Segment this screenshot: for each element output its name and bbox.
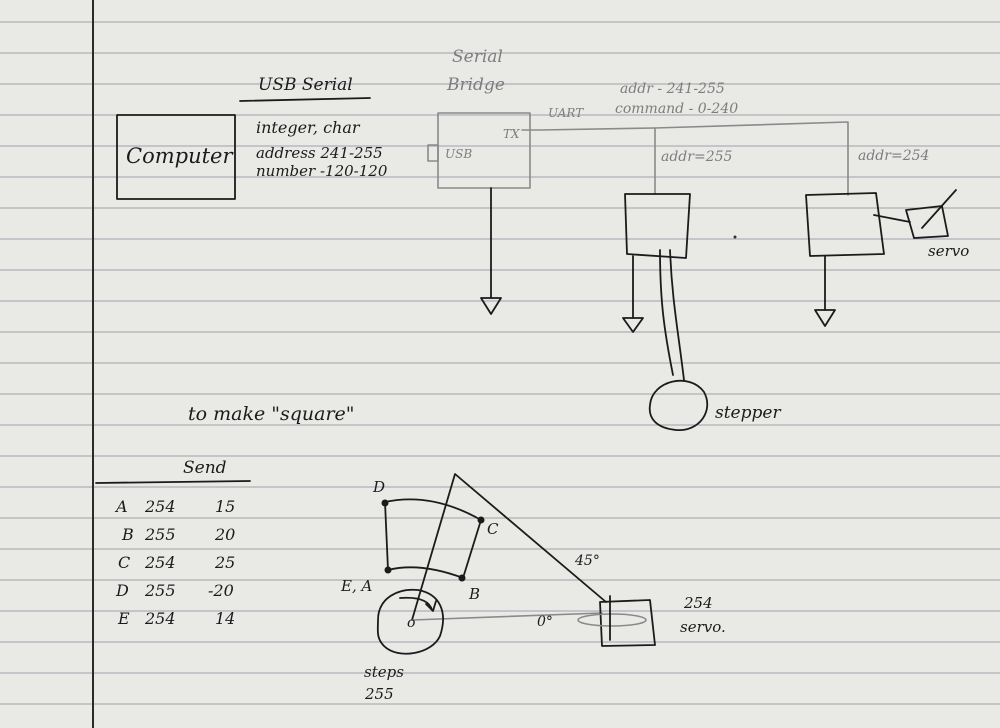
send-title: Send <box>183 458 227 478</box>
pencil-dot <box>733 235 737 239</box>
send-row-point: C <box>118 553 130 572</box>
send-row-value: 20 <box>214 525 235 544</box>
stepper-wire <box>659 249 674 376</box>
label-ea: E, A <box>340 577 372 595</box>
ground-icon <box>814 309 836 327</box>
send-table: Send A 254 15B 255 20C 254 25D 255 -20E 254 14 <box>95 458 251 628</box>
computer-label: Computer <box>126 144 234 168</box>
computer-block: Computer <box>116 114 236 200</box>
send-row-point: A <box>114 497 128 516</box>
bridge-tx-label: TX <box>503 127 520 141</box>
vertex-ea <box>384 566 392 574</box>
usb-line-3: number -120-120 <box>256 162 388 180</box>
command-range-label: command - 0-240 <box>615 101 738 117</box>
node-a-addr: addr=255 <box>661 149 733 165</box>
bridge-title-1: Serial <box>452 47 503 67</box>
node-b: addr=254 servo <box>805 148 969 327</box>
send-row-value: 15 <box>215 497 235 516</box>
send-row-addr: 254 <box>144 553 176 572</box>
bridge-ground <box>480 187 502 315</box>
send-row-point: E <box>117 609 130 628</box>
steps-value: 255 <box>364 685 394 703</box>
servo-label: servo <box>928 242 969 260</box>
servo-icon <box>905 205 949 239</box>
serial-bridge-block: Serial Bridge USB TX UART <box>427 47 584 189</box>
vertex-c <box>477 516 485 524</box>
send-row-point: B <box>121 525 134 544</box>
angle-0-label: 0° <box>537 614 553 630</box>
uart-label: UART <box>548 106 584 120</box>
square-heading: to make "square" <box>188 403 355 425</box>
send-underline <box>95 480 251 484</box>
servo-addr-label: 254 <box>683 594 713 612</box>
angle-45-label: 45° <box>574 553 600 569</box>
vertex-b <box>458 574 466 582</box>
send-row-value: 14 <box>215 609 235 628</box>
send-row-value: -20 <box>208 581 234 600</box>
addr-range-label: addr - 241-255 <box>620 81 725 97</box>
send-row-addr: 255 <box>144 581 176 600</box>
ground-icon <box>622 317 644 333</box>
stepper-wire <box>669 249 685 381</box>
usb-serial-underline <box>239 97 371 102</box>
base-servo-icon <box>599 599 656 647</box>
usb-line-2: address 241-255 <box>256 144 383 162</box>
send-row-point: D <box>115 581 129 600</box>
usb-serial-title: USB Serial <box>258 75 353 95</box>
send-row-addr: 254 <box>144 497 176 516</box>
node-b-box <box>805 192 885 257</box>
vertex-d <box>381 499 389 507</box>
label-b: B <box>468 585 480 603</box>
stepper-icon <box>648 379 709 431</box>
computer-box <box>116 114 236 200</box>
node-a-box <box>624 193 691 259</box>
center-o: o <box>407 615 415 631</box>
label-c: C <box>487 520 499 538</box>
square-sketch: D C E, A B o steps 255 45° 0° 254 servo. <box>340 473 726 703</box>
node-a: addr=255 stepper <box>622 149 781 431</box>
square-path <box>384 498 482 579</box>
send-row-addr: 255 <box>144 525 176 544</box>
usb-port-icon <box>427 144 439 162</box>
servo-arm <box>921 189 957 229</box>
steps-word: steps <box>364 663 404 681</box>
usb-line-1: integer, char <box>256 118 361 137</box>
send-rows: A 254 15B 255 20C 254 25D 255 -20E 254 14 <box>114 497 235 628</box>
ground-icon <box>480 297 502 315</box>
stepper-label: stepper <box>715 403 781 423</box>
send-row-addr: 254 <box>144 609 176 628</box>
usb-serial-notes: USB Serial integer, char address 241-255… <box>239 75 388 180</box>
arm-triangle <box>411 473 607 621</box>
node-b-addr: addr=254 <box>858 148 929 164</box>
bridge-usb-label: USB <box>445 147 472 161</box>
send-row-value: 25 <box>214 553 235 572</box>
ruled-lines <box>0 21 1000 705</box>
servo-horn <box>577 613 647 627</box>
bridge-title-2: Bridge <box>446 75 505 95</box>
arm-baseline <box>411 612 603 621</box>
label-d: D <box>372 478 385 496</box>
servo-word-label: servo. <box>680 618 726 636</box>
stepper-wheel <box>376 588 444 655</box>
rotation-arrowhead <box>425 600 437 612</box>
